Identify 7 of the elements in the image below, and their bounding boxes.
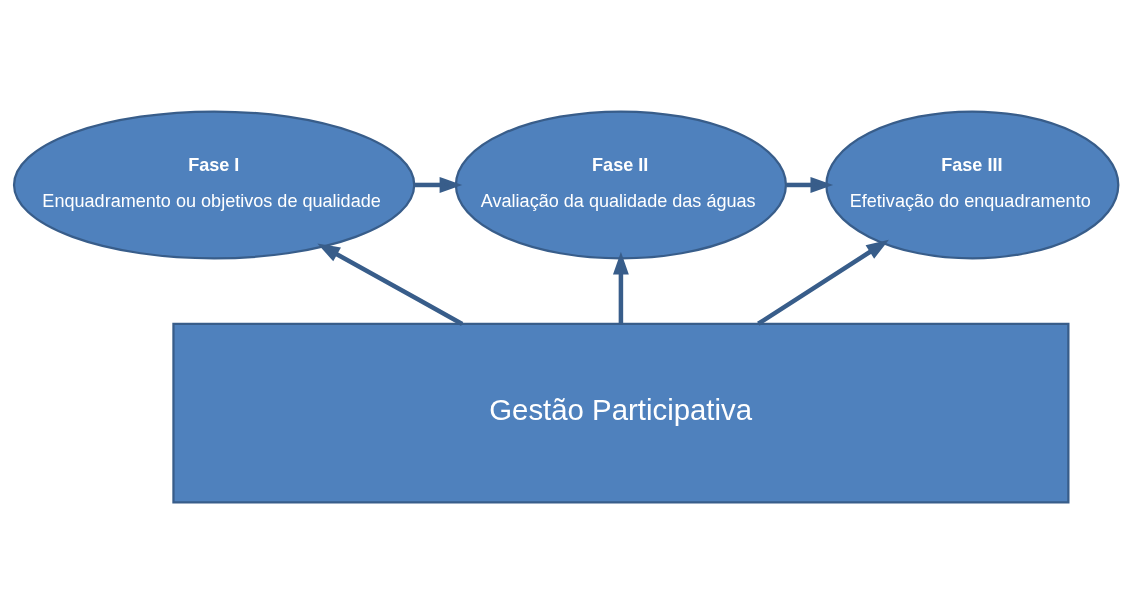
arrow: [786, 176, 834, 193]
arrow: [757, 239, 889, 326]
node-ellipse: Fase II Avaliação da qualidade das águas: [454, 109, 788, 260]
arrow: [414, 176, 463, 193]
arrow: [613, 251, 629, 324]
arrow: [317, 242, 464, 326]
node-box: Gestão Participativa: [172, 322, 1070, 504]
